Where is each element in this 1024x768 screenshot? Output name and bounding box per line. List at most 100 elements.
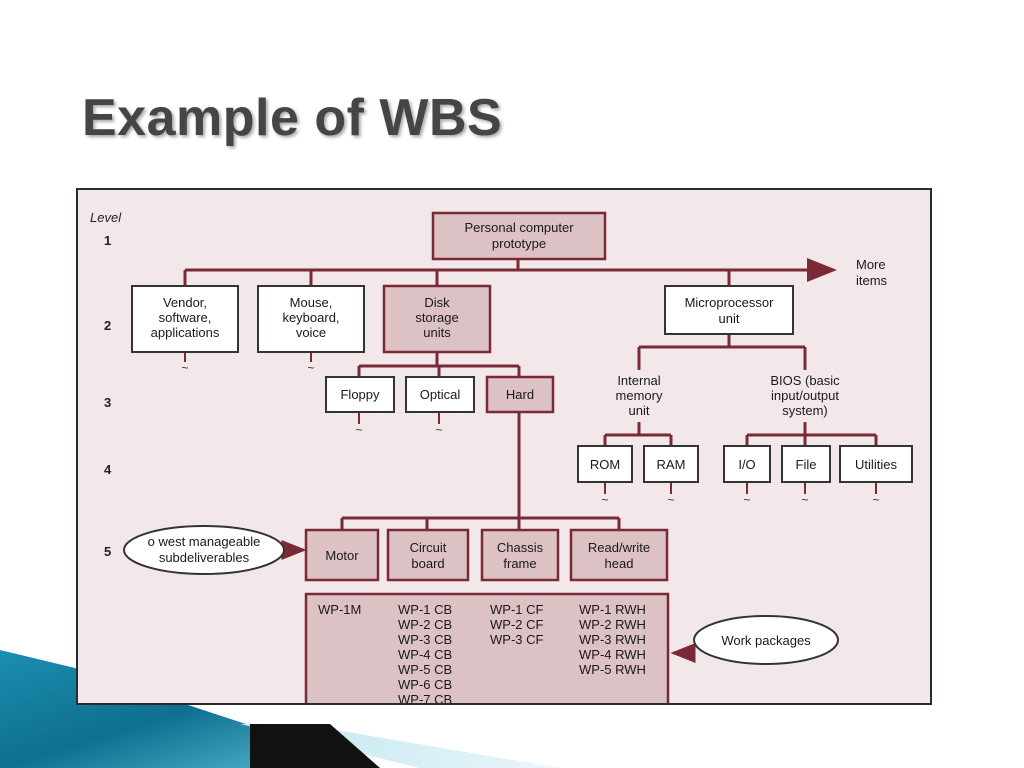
svg-text:WP-6 CB: WP-6 CB [398, 677, 452, 692]
svg-text:memory: memory [616, 388, 663, 403]
svg-text:WP-7 CB: WP-7 CB [398, 692, 452, 703]
node-chassis-frame: Chassis frame [480, 528, 560, 582]
svg-text:Utilities: Utilities [855, 457, 897, 472]
level-5-label: 5 [104, 544, 111, 559]
node-ram: RAM [643, 445, 699, 483]
svg-text:~: ~ [355, 423, 362, 437]
node-optical: Optical [405, 376, 475, 413]
wbs-figure: Level 1 2 3 4 5 Personal computer protot… [76, 188, 932, 722]
callout-work-packages: Work packages [693, 615, 839, 665]
svg-text:Motor: Motor [325, 548, 359, 563]
svg-text:WP-5 CB: WP-5 CB [398, 662, 452, 677]
node-microprocessor: Microprocessor unit [664, 285, 794, 335]
svg-text:board: board [411, 556, 444, 571]
svg-text:WP-5 RWH: WP-5 RWH [579, 662, 646, 677]
svg-text:~: ~ [181, 361, 188, 375]
work-packages-box: WP-1M WP-1 CB WP-2 CB WP-3 CB WP-4 CB WP… [304, 592, 670, 722]
wbs-diagram: Level 1 2 3 4 5 Personal computer protot… [90, 210, 913, 722]
svg-text:WP-3 CF: WP-3 CF [490, 632, 544, 647]
svg-text:Chassis: Chassis [497, 540, 544, 555]
svg-text:head: head [605, 556, 634, 571]
svg-text:Disk: Disk [424, 295, 450, 310]
node-mouse: Mouse, keyboard, voice [257, 285, 365, 353]
svg-text:~: ~ [801, 493, 808, 507]
level-heading: Level [90, 210, 122, 225]
node-rom: ROM [577, 445, 633, 483]
level-1-label: 1 [104, 233, 111, 248]
svg-text:Personal computer: Personal computer [464, 220, 574, 235]
svg-text:RAM: RAM [657, 457, 686, 472]
svg-text:keyboard,: keyboard, [282, 310, 339, 325]
level-4-label: 4 [104, 462, 112, 477]
svg-text:prototype: prototype [492, 236, 546, 251]
node-read-write-head: Read/write head [569, 528, 669, 582]
svg-text:WP-2 RWH: WP-2 RWH [579, 617, 646, 632]
work-packages-circuit: WP-1 CB WP-2 CB WP-3 CB WP-4 CB WP-5 CB … [398, 602, 452, 707]
level-2-label: 2 [104, 318, 111, 333]
svg-text:WP-3 RWH: WP-3 RWH [579, 632, 646, 647]
svg-text:Optical: Optical [420, 387, 461, 402]
svg-text:voice: voice [296, 325, 326, 340]
svg-text:WP-1 CB: WP-1 CB [398, 602, 452, 617]
svg-text:WP-3 CB: WP-3 CB [398, 632, 452, 647]
svg-text:Vendor,: Vendor, [163, 295, 207, 310]
svg-text:Floppy: Floppy [340, 387, 380, 402]
svg-text:Work packages: Work packages [721, 633, 811, 648]
svg-text:~: ~ [601, 493, 608, 507]
node-hard: Hard [485, 375, 555, 414]
svg-text:Microprocessor: Microprocessor [685, 295, 775, 310]
svg-text:storage: storage [415, 310, 458, 325]
svg-text:WP-4 RWH: WP-4 RWH [579, 647, 646, 662]
svg-text:o west manageable: o west manageable [148, 534, 261, 549]
svg-text:BIOS (basic: BIOS (basic [770, 373, 840, 388]
svg-text:WP-1M: WP-1M [318, 602, 361, 617]
node-utilities: Utilities [839, 445, 913, 483]
node-motor: Motor [304, 528, 380, 582]
svg-text:~: ~ [872, 493, 879, 507]
connector-lines [183, 235, 878, 530]
svg-text:WP-2 CF: WP-2 CF [490, 617, 544, 632]
svg-text:units: units [423, 325, 451, 340]
svg-text:Hard: Hard [506, 387, 534, 402]
svg-text:Internal: Internal [617, 373, 660, 388]
more-items-label: More items [856, 257, 888, 288]
svg-text:unit: unit [719, 311, 740, 326]
svg-text:~: ~ [667, 493, 674, 507]
svg-text:unit: unit [629, 403, 650, 418]
svg-text:frame: frame [503, 556, 536, 571]
work-packages-motor: WP-1M [318, 602, 361, 617]
level-3-label: 3 [104, 395, 111, 410]
tilde-markers: ~ ~ ~ ~ ~ ~ ~ ~ ~ [181, 361, 879, 507]
work-packages-read-write: WP-1 RWH WP-2 RWH WP-3 RWH WP-4 RWH WP-5… [579, 602, 646, 677]
svg-text:~: ~ [307, 361, 314, 375]
svg-text:WP-4 CB: WP-4 CB [398, 647, 452, 662]
svg-text:system): system) [782, 403, 828, 418]
node-circuit-board: Circuit board [386, 528, 470, 582]
node-vendor: Vendor, software, applications [131, 285, 239, 353]
svg-text:software,: software, [159, 310, 212, 325]
svg-text:Mouse,: Mouse, [290, 295, 333, 310]
svg-text:input/output: input/output [771, 388, 839, 403]
svg-text:I/O: I/O [738, 457, 755, 472]
svg-text:Circuit: Circuit [410, 540, 447, 555]
svg-text:WP-1 RWH: WP-1 RWH [579, 602, 646, 617]
svg-text:subdeliverables: subdeliverables [159, 550, 250, 565]
slide-title: Example of WBS [82, 89, 503, 147]
work-packages-chassis: WP-1 CF WP-2 CF WP-3 CF [490, 602, 544, 647]
node-disk-storage: Disk storage units [382, 284, 492, 354]
node-root: Personal computer prototype [431, 211, 607, 261]
callout-lowest-subdeliverables: o west manageable subdeliverables [123, 525, 285, 575]
svg-text:applications: applications [151, 325, 220, 340]
svg-text:~: ~ [743, 493, 750, 507]
node-internal-memory: Internal memory unit [616, 373, 663, 418]
node-floppy: Floppy [325, 376, 395, 413]
svg-text:Read/write: Read/write [588, 540, 650, 555]
svg-text:~: ~ [435, 423, 442, 437]
svg-text:File: File [796, 457, 817, 472]
svg-text:WP-2 CB: WP-2 CB [398, 617, 452, 632]
svg-text:items: items [856, 273, 888, 288]
svg-text:ROM: ROM [590, 457, 620, 472]
svg-text:More: More [856, 257, 886, 272]
node-bios: BIOS (basic input/output system) [770, 373, 840, 418]
node-file: File [781, 445, 831, 483]
